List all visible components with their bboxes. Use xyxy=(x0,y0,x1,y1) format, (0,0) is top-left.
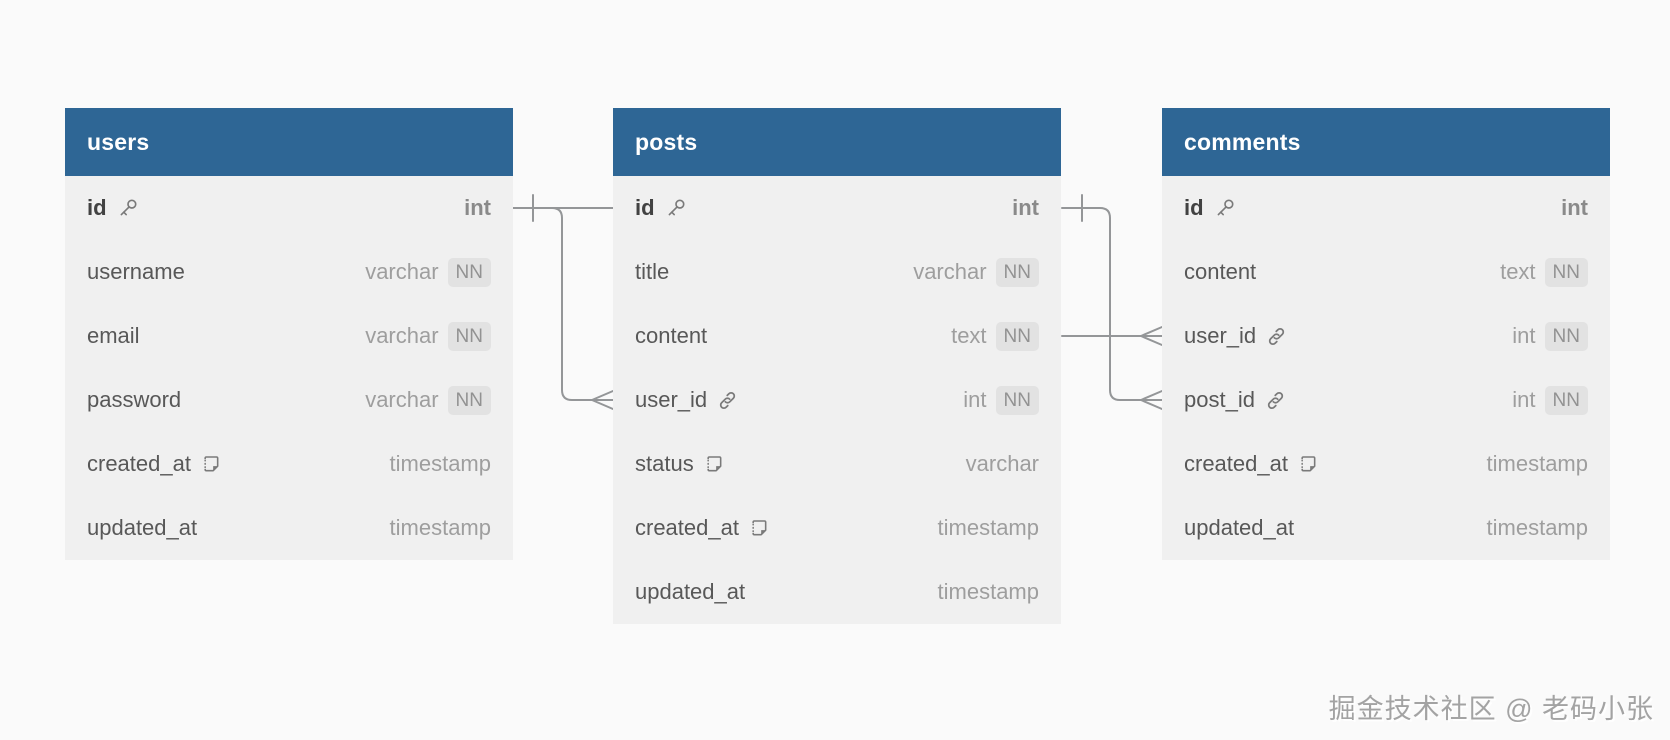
field-row-updated_at: updated_at timestamp xyxy=(1162,496,1610,560)
field-row-id: id int xyxy=(613,176,1061,240)
table-header-comments[interactable]: comments xyxy=(1162,108,1610,176)
link-icon xyxy=(1265,390,1286,411)
field-name: created_at xyxy=(1184,451,1288,476)
field-row-user_id: user_id int NN xyxy=(613,368,1061,432)
link-icon xyxy=(717,390,738,411)
field-type: varchar xyxy=(365,259,439,284)
field-row-id: id int xyxy=(65,176,513,240)
field-name: status xyxy=(635,451,694,476)
note-icon xyxy=(704,454,724,474)
field-row-content: content text NN xyxy=(613,304,1061,368)
field-type: timestamp xyxy=(1486,451,1588,476)
field-type: varchar xyxy=(365,387,439,412)
watermark: 掘金技术社区 @ 老码小张 xyxy=(1328,694,1654,724)
field-row-updated_at: updated_at timestamp xyxy=(65,496,513,560)
field-name: created_at xyxy=(635,515,739,540)
field-name: id xyxy=(1184,195,1204,220)
table-title: posts xyxy=(635,128,698,155)
field-row-password: password varchar NN xyxy=(65,368,513,432)
field-name: updated_at xyxy=(635,579,746,604)
field-row-content: content text NN xyxy=(1162,240,1610,304)
field-row-post_id: post_id int NN xyxy=(1162,368,1610,432)
note-icon xyxy=(749,518,769,538)
cardinality-many-crowfoot xyxy=(1140,326,1163,346)
field-row-user_id: user_id int NN xyxy=(1162,304,1610,368)
field-row-email: email varchar NN xyxy=(65,304,513,368)
field-name: updated_at xyxy=(1184,515,1295,540)
field-row-title: title varchar NN xyxy=(613,240,1061,304)
not-null-badge: NN xyxy=(995,321,1039,351)
table-title: users xyxy=(87,128,150,155)
field-type: timestamp xyxy=(937,515,1039,540)
field-row-updated_at: updated_at timestamp xyxy=(613,560,1061,624)
field-type: int xyxy=(963,387,987,412)
field-row-created_at: created_at timestamp xyxy=(65,432,513,496)
field-name: user_id xyxy=(1184,323,1257,348)
field-name: id xyxy=(87,195,107,220)
not-null-badge: NN xyxy=(447,385,491,415)
cardinality-many-crowfoot xyxy=(591,390,614,410)
field-name: created_at xyxy=(87,451,191,476)
field-name: updated_at xyxy=(87,515,198,540)
table-header-posts[interactable]: posts xyxy=(613,108,1061,176)
field-name: email xyxy=(87,323,140,348)
field-row-username: username varchar NN xyxy=(65,240,513,304)
not-null-badge: NN xyxy=(1544,257,1588,287)
note-icon xyxy=(201,454,221,474)
field-type: int xyxy=(1012,195,1039,220)
not-null-badge: NN xyxy=(1544,385,1588,415)
field-row-status: status varchar xyxy=(613,432,1061,496)
not-null-badge: NN xyxy=(1544,321,1588,351)
field-type: int xyxy=(1561,195,1588,220)
field-type: int xyxy=(464,195,491,220)
field-row-created_at: created_at timestamp xyxy=(1162,432,1610,496)
field-name: user_id xyxy=(635,387,708,412)
not-null-badge: NN xyxy=(995,257,1039,287)
field-type: text xyxy=(1500,259,1536,284)
field-name: password xyxy=(87,387,182,412)
field-type: int xyxy=(1512,387,1536,412)
field-type: int xyxy=(1512,323,1536,348)
field-name: title xyxy=(635,259,670,284)
table-header-users[interactable]: users xyxy=(65,108,513,176)
field-name: post_id xyxy=(1184,387,1255,412)
cardinality-many-crowfoot xyxy=(1140,390,1163,410)
note-icon xyxy=(1298,454,1318,474)
relationship-users-posts xyxy=(512,194,614,410)
field-name: id xyxy=(635,195,655,220)
key-icon xyxy=(1214,197,1236,219)
not-null-badge: NN xyxy=(995,385,1039,415)
field-name: content xyxy=(635,323,708,348)
field-type: timestamp xyxy=(1486,515,1588,540)
field-row-id: id int xyxy=(1162,176,1610,240)
field-type: timestamp xyxy=(389,451,491,476)
field-type: varchar xyxy=(913,259,987,284)
key-icon xyxy=(117,197,139,219)
relationship-posts-comments xyxy=(1061,194,1163,410)
field-type: varchar xyxy=(365,323,439,348)
not-null-badge: NN xyxy=(447,321,491,351)
field-type: text xyxy=(951,323,987,348)
field-type: varchar xyxy=(965,451,1039,476)
key-icon xyxy=(665,197,687,219)
field-type: timestamp xyxy=(389,515,491,540)
field-type: timestamp xyxy=(937,579,1039,604)
table-title: comments xyxy=(1184,128,1301,155)
field-row-created_at: created_at timestamp xyxy=(613,496,1061,560)
not-null-badge: NN xyxy=(447,257,491,287)
relationship-users-comments xyxy=(1061,326,1163,346)
field-name: username xyxy=(87,259,185,284)
link-icon xyxy=(1266,326,1287,347)
field-name: content xyxy=(1184,259,1257,284)
